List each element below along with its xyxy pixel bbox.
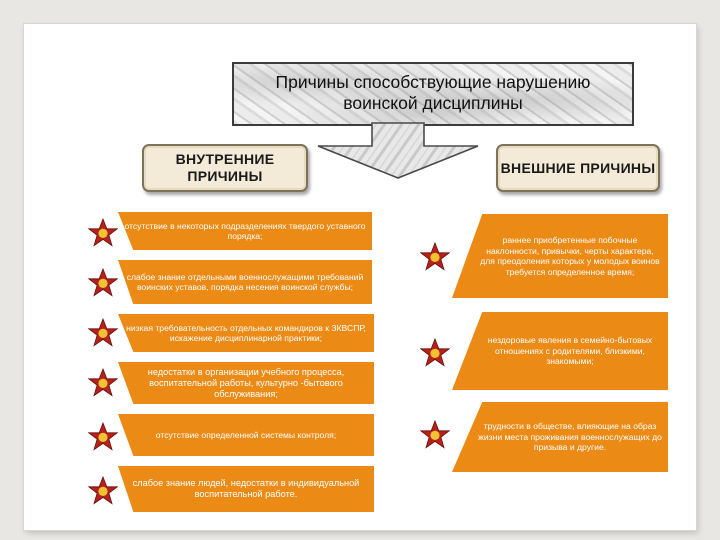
internal-item-6: слабое знание людей, недостатки в индиви… (118, 466, 374, 512)
star-icon (88, 476, 118, 505)
internal-item-4: недостатки в организации учебного процес… (118, 362, 374, 404)
star-icon (88, 268, 118, 297)
marble-texture (234, 64, 632, 124)
internal-item-3: низкая требовательность отдельных команд… (118, 314, 374, 352)
internal-item-5: отсутствие определенной системы контроля… (118, 414, 374, 456)
external-item-2: нездоровые явления в семейно-бытовых отн… (452, 312, 668, 390)
star-icon (88, 422, 118, 451)
star-icon (88, 368, 118, 397)
slide-card: Причины способствующие нарушению воинско… (24, 24, 696, 530)
external-causes-heading: ВНЕШНИЕ ПРИЧИНЫ (496, 144, 660, 192)
external-item-3: трудности в обществе, влияющие на образ … (452, 402, 668, 472)
star-icon (420, 242, 450, 271)
external-item-1: раннее приобретенные побочные наклонност… (452, 214, 668, 298)
title-box: Причины способствующие нарушению воинско… (232, 62, 634, 126)
down-arrow (317, 122, 479, 179)
star-icon (420, 338, 450, 367)
star-icon (88, 218, 118, 247)
internal-item-2: слабое знание отдельными военнослужащими… (118, 260, 372, 304)
internal-causes-heading: ВНУТРЕННИЕ ПРИЧИНЫ (142, 144, 308, 192)
internal-item-1: отсутствие в некоторых подразделениях тв… (118, 212, 372, 250)
star-icon (88, 318, 118, 347)
diagram-title: Причины способствующие нарушению воинско… (275, 72, 591, 113)
star-icon (420, 420, 450, 449)
